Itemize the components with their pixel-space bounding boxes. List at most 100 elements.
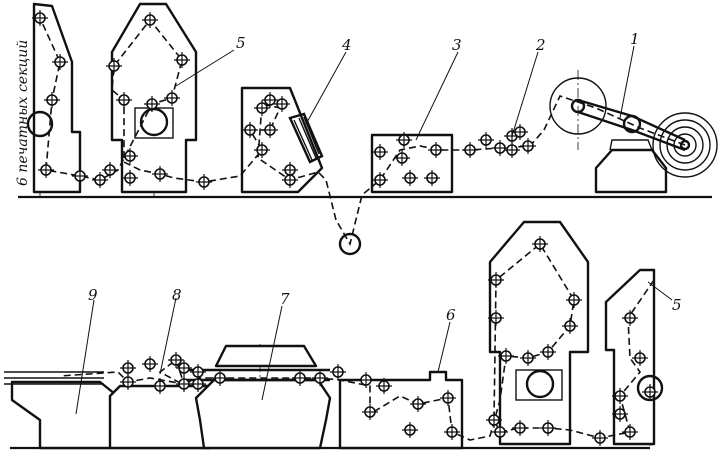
crosshair-roller-icon <box>164 90 180 106</box>
crosshair-roller-icon <box>120 374 136 390</box>
label-2: 2 <box>535 36 546 54</box>
sheet-delivery <box>10 380 122 450</box>
crosshair-roller-icon <box>444 424 460 440</box>
crosshair-roller-icon <box>292 370 308 386</box>
crosshair-roller-icon <box>372 172 388 188</box>
crosshair-roller-icon <box>492 140 508 156</box>
crosshair-roller-icon <box>504 142 520 158</box>
cutting-unit-hood <box>214 344 318 368</box>
crosshair-roller-icon <box>190 376 206 392</box>
crosshair-roller-icon <box>532 236 548 252</box>
crosshair-roller-icon <box>254 142 270 158</box>
crosshair-roller-icon <box>168 352 184 368</box>
crosshair-roller-icon <box>402 170 418 186</box>
crosshair-roller-icon <box>562 318 578 334</box>
web-path-bottom <box>59 242 655 441</box>
crosshair-roller-icon <box>116 92 132 108</box>
leader-6 <box>437 321 451 373</box>
crosshair-roller-icon <box>642 384 658 400</box>
label-8: 8 <box>172 286 182 304</box>
crosshair-roller-icon <box>142 12 158 28</box>
printing-unit-bottom <box>488 220 590 446</box>
crosshair-roller-icon <box>44 92 60 108</box>
sheet-stack <box>4 371 104 385</box>
crosshair-roller-icon <box>520 350 536 366</box>
label-4: 4 <box>341 36 352 54</box>
leader-7 <box>261 305 283 401</box>
crosshair-roller-icon <box>120 360 136 376</box>
crosshair-roller-icon <box>152 166 168 182</box>
crosshair-roller-icon <box>632 350 648 366</box>
stand-top <box>609 139 653 151</box>
crosshair-roller-icon <box>262 92 278 108</box>
crosshair-roller-icon <box>106 58 122 74</box>
crosshair-roller-icon <box>372 144 388 160</box>
top-row <box>18 2 718 256</box>
leader-4 <box>305 51 347 125</box>
leader-8 <box>159 297 177 375</box>
cylinder-base <box>515 369 563 401</box>
crosshair-roller-icon <box>540 420 556 436</box>
crosshair-roller-icon <box>396 132 412 148</box>
label-9: 9 <box>88 286 98 304</box>
leader-5-bottom <box>647 281 673 301</box>
crosshair-roller-icon <box>462 142 478 158</box>
crosshair-roller-icon <box>612 388 628 404</box>
crosshair-roller-icon <box>622 424 638 440</box>
label-5-top: 5 <box>236 34 246 52</box>
crosshair-roller-icon <box>242 122 258 138</box>
crosshair-roller-icon <box>358 372 374 388</box>
cooling-unit <box>370 133 454 194</box>
crosshair-roller-icon <box>92 172 108 188</box>
crosshair-roller-icon <box>274 96 290 112</box>
crosshair-roller-icon <box>330 364 346 380</box>
label-3: 3 <box>452 36 462 54</box>
sections-label: 6 печатных секций <box>15 40 31 186</box>
crosshair-roller-icon <box>478 132 494 148</box>
crosshair-roller-icon <box>428 142 444 158</box>
crosshair-roller-icon <box>512 420 528 436</box>
leader-3 <box>415 51 459 141</box>
printing-unit-bottom-right <box>604 268 656 446</box>
crosshair-roller-icon <box>254 100 270 116</box>
crosshair-roller-icon <box>394 150 410 166</box>
label-6: 6 <box>446 306 456 324</box>
crosshair-roller-icon <box>512 124 528 140</box>
crosshair-roller-icon <box>410 396 426 412</box>
crosshair-roller-icon <box>488 310 504 326</box>
crosshair-roller-icon <box>612 406 628 422</box>
crosshair-roller-icon <box>566 292 582 308</box>
crosshair-roller-icon <box>196 174 212 190</box>
sheeter-unit <box>108 384 212 450</box>
crosshair-roller-icon <box>282 162 298 178</box>
labels: 1 2 3 4 5 5 6 7 8 9 6 печатных секций <box>15 30 682 415</box>
arm-pivot-icon <box>622 114 642 134</box>
crosshair-roller-icon <box>176 376 192 392</box>
leader-9 <box>75 299 95 415</box>
crosshair-roller-icon <box>174 52 190 68</box>
crosshair-roller-icon <box>144 96 160 112</box>
leader-2 <box>511 51 539 137</box>
cutting-unit-body <box>194 378 332 450</box>
bottom-row <box>4 220 664 450</box>
crosshair-roller-icon <box>312 370 328 386</box>
crosshair-roller-icon <box>424 170 440 186</box>
label-5-bottom: 5 <box>672 296 682 314</box>
crosshair-roller-icon <box>498 348 514 364</box>
crosshair-roller-icon <box>440 390 456 406</box>
crosshair-roller-icon <box>520 138 536 154</box>
label-1: 1 <box>630 30 640 48</box>
crosshair-roller-icon <box>32 10 48 26</box>
crosshair-roller-icon <box>52 54 68 70</box>
roller-set-top <box>32 10 536 190</box>
crosshair-roller-icon <box>376 378 392 394</box>
crosshair-roller-icon <box>102 162 118 178</box>
impression-cylinder-icon <box>525 369 555 399</box>
crosshair-roller-icon <box>540 344 556 360</box>
crosshair-roller-icon <box>142 356 158 372</box>
paper-reel-small-icon <box>549 77 607 135</box>
dryer-coil-icon <box>288 112 324 164</box>
crosshair-roller-icon <box>122 148 138 164</box>
crosshair-roller-icon <box>492 424 508 440</box>
leader-1 <box>619 45 635 119</box>
